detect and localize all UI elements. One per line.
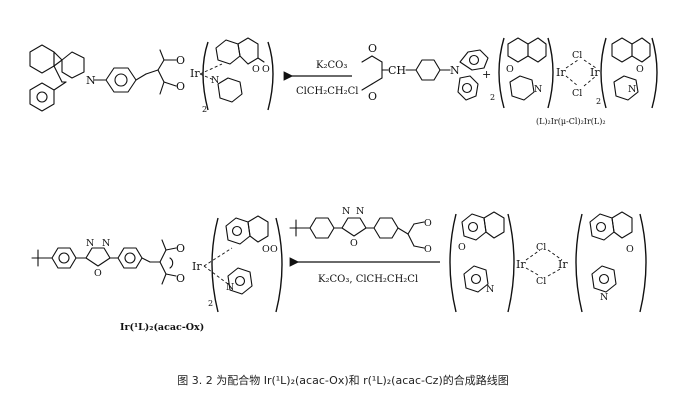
ox-pyridine-nitrogen: N xyxy=(226,282,234,293)
dimer-2-pyridine-right xyxy=(591,265,617,293)
product-2-label: Ir(¹L)₂(acac-Ox) xyxy=(120,322,204,333)
dimer-1-coumarin-oxygen-right: O xyxy=(636,64,644,75)
ligand-oxygen-upper: O xyxy=(368,42,377,55)
reagent-solvent: ClCH₂CH₂Cl xyxy=(296,86,358,97)
acac-ring xyxy=(145,49,177,95)
ox-acac-ring xyxy=(149,239,177,285)
plus-sign: + xyxy=(482,68,491,81)
reaction-arrow-2: N N O O O K₂CO₃, ClCH₂CH₂Cl xyxy=(289,206,440,285)
ligand-ox-nitrogen-1: N xyxy=(342,206,350,217)
ox-phenylene-ring xyxy=(117,247,143,269)
ligand-acac-cz: O O CH N xyxy=(361,42,489,103)
pyridine-nitrogen: N xyxy=(211,75,219,86)
scheme-2: N N O O O Ir 2 xyxy=(31,206,647,333)
ligand-ch: CH xyxy=(388,64,406,77)
coumarin-carbonyl-oxygen: O xyxy=(262,64,270,75)
chloro-bridged-dimer-1: 2 O N Ir Cl Cl Ir 2 O N (L)₂Ir(μ-Cl)₂Ir(… xyxy=(490,37,658,126)
ox-coumarin-carbonyl-oxygen: O xyxy=(270,244,278,255)
dimer-1-coumarin-oxygen: O xyxy=(506,64,514,75)
dimer-2-pyridine-nitrogen-right: N xyxy=(600,292,608,303)
coumarin-ring-oxygen: O xyxy=(252,64,260,75)
ox-coumarin-ligand xyxy=(225,215,269,245)
dimer-1-iridium-left: Ir xyxy=(556,66,566,79)
carbazole-nitrogen: N xyxy=(86,74,96,87)
scheme-1: N O O Ir 2 xyxy=(29,37,658,126)
tbu-phenyl-ring xyxy=(51,247,77,269)
ox-acac-oxygen-lower: O xyxy=(176,272,185,285)
ligand-ox-nitrogen-2: N xyxy=(356,206,364,217)
dimer-2-pyridine-left xyxy=(463,265,489,293)
oxadiazole-nitrogen-2: N xyxy=(102,238,110,249)
ox-pyridine-ring xyxy=(227,267,253,295)
carbazole-group xyxy=(29,44,85,112)
product-1-subscript: 2 xyxy=(202,105,207,114)
dimer-1-subscript-right: 2 xyxy=(596,97,601,106)
ligand-carbazole xyxy=(457,49,489,101)
ligand-acac-ox: N N O O O xyxy=(289,206,432,255)
product-2-acac-ox: N N O O O Ir 2 xyxy=(31,215,283,333)
dimer-2-pyridine-nitrogen-left: N xyxy=(486,284,494,295)
dimer-2-iridium-right: Ir xyxy=(558,258,568,271)
reagent-conditions-2: K₂CO₃, ClCH₂CH₂Cl xyxy=(318,274,418,285)
dimer-1-chlorine-lower: Cl xyxy=(572,88,582,99)
figure-caption: 图 3. 2 为配合物 Ir(¹L)₂(acac-Ox)和 r(¹L)₂(aca… xyxy=(177,373,509,387)
pyridine-ring xyxy=(217,77,243,103)
acac-oxygen-lower: O xyxy=(176,80,185,93)
dimer-1-chlorine-upper: Cl xyxy=(572,50,582,61)
dimer-2-chlorine-lower: Cl xyxy=(536,276,546,287)
dimer-1-pyridine-nitrogen-left: N xyxy=(534,84,542,95)
product-2-subscript: 2 xyxy=(208,299,213,308)
product-1-iridium: Ir xyxy=(190,67,200,80)
oxadiazole-ring xyxy=(85,247,111,267)
oxadiazole-oxygen: O xyxy=(94,268,102,279)
ox-coumarin-ring-oxygen: O xyxy=(262,244,270,255)
ox-acac-oxygen-upper: O xyxy=(176,242,185,255)
coumarin-ligand xyxy=(215,37,265,65)
reaction-arrow-1: K₂CO₃ ClCH₂CH₂Cl xyxy=(283,60,358,97)
dimer-1-label: (L)₂Ir(μ-Cl)₂Ir(L)₂ xyxy=(536,117,606,126)
chloro-bridged-dimer-2: O N Ir Cl Cl Ir O N xyxy=(449,211,647,313)
dimer-1-pyridine-nitrogen-right: N xyxy=(628,84,636,95)
reagent-k2co3: K₂CO₃ xyxy=(316,60,347,71)
ligand-ox-oxygen: O xyxy=(350,238,358,249)
dimer-2-chlorine-upper: Cl xyxy=(536,242,546,253)
dimer-1-iridium-right: Ir xyxy=(590,66,600,79)
dimer-1-pyridine-right xyxy=(613,75,639,101)
ligand-ox-acac-oxygen-upper: O xyxy=(424,218,432,229)
oxadiazole-nitrogen-1: N xyxy=(86,238,94,249)
acac-oxygen-upper: O xyxy=(176,54,185,67)
ligand-oxygen-lower: O xyxy=(368,90,377,103)
product-2-iridium: Ir xyxy=(192,260,202,273)
dimer-1-subscript-left: 2 xyxy=(490,93,495,102)
phenylene-ring xyxy=(105,67,137,93)
product-1-acac-cz: N O O Ir 2 xyxy=(29,37,274,114)
dimer-2-coumarin-oxygen: O xyxy=(458,242,466,253)
ligand-ox-acac-oxygen-lower: O xyxy=(424,244,432,255)
ligand-carbazole-nitrogen: N xyxy=(450,64,460,77)
dimer-1-pyridine-left xyxy=(509,75,535,101)
dimer-2-coumarin-oxygen-right: O xyxy=(626,244,634,255)
ligand-phenylene xyxy=(415,59,441,81)
dimer-2-iridium-left: Ir xyxy=(516,258,526,271)
